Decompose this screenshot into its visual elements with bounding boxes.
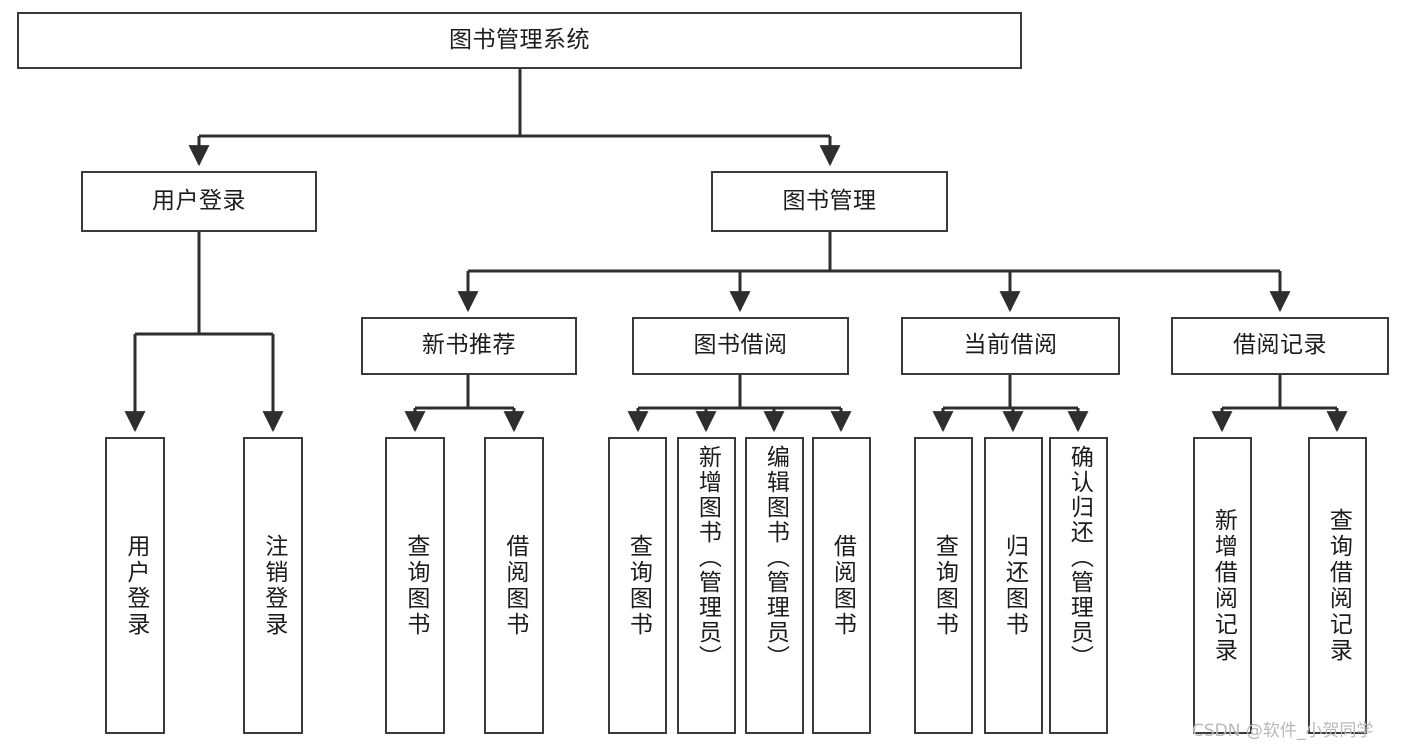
node-leaf-add-record[interactable]: 新增借阅记录 xyxy=(1193,437,1252,734)
node-leaf-edit-book-label: 编辑图书（管理员） xyxy=(762,445,789,670)
node-borrow-record-label: 借阅记录 xyxy=(1233,332,1327,359)
node-leaf-edit-book[interactable]: 编辑图书（管理员） xyxy=(745,437,804,734)
node-book-borrow-label: 图书借阅 xyxy=(693,332,788,359)
node-leaf-query-record[interactable]: 查询借阅记录 xyxy=(1308,437,1367,734)
node-leaf-add-book[interactable]: 新增图书（管理员） xyxy=(677,437,736,734)
node-leaf-query-book-cur[interactable]: 查询图书 xyxy=(914,437,973,734)
node-leaf-borrow-book-rec-label: 借阅图书 xyxy=(501,533,528,638)
node-root-label: 图书管理系统 xyxy=(449,26,590,53)
node-leaf-query-book-borrow[interactable]: 查询图书 xyxy=(608,437,667,734)
node-book-borrow[interactable]: 图书借阅 xyxy=(632,317,849,375)
node-leaf-query-book-rec[interactable]: 查询图书 xyxy=(385,437,445,734)
node-book-manage[interactable]: 图书管理 xyxy=(711,171,948,232)
node-leaf-add-record-label: 新增借阅记录 xyxy=(1210,507,1237,664)
node-leaf-add-book-label: 新增图书（管理员） xyxy=(694,445,721,670)
node-leaf-query-record-label: 查询借阅记录 xyxy=(1325,507,1352,664)
node-leaf-user-login-label: 用户登录 xyxy=(122,533,149,638)
node-leaf-borrow-book[interactable]: 借阅图书 xyxy=(812,437,871,734)
node-leaf-user-login[interactable]: 用户登录 xyxy=(105,437,165,734)
node-current-borrow[interactable]: 当前借阅 xyxy=(901,317,1120,375)
node-leaf-user-logout[interactable]: 注销登录 xyxy=(243,437,303,734)
node-leaf-return-book-label: 归还图书 xyxy=(1001,533,1028,638)
node-user-login[interactable]: 用户登录 xyxy=(81,171,317,232)
node-current-borrow-label: 当前借阅 xyxy=(963,332,1058,359)
node-leaf-confirm-return[interactable]: 确认归还（管理员） xyxy=(1049,437,1108,734)
node-leaf-borrow-book-rec[interactable]: 借阅图书 xyxy=(484,437,544,734)
node-borrow-record[interactable]: 借阅记录 xyxy=(1171,317,1389,375)
node-book-manage-label: 图书管理 xyxy=(782,187,877,214)
node-leaf-query-book-cur-label: 查询图书 xyxy=(931,533,958,638)
node-leaf-query-book-rec-label: 查询图书 xyxy=(402,533,429,638)
node-leaf-confirm-return-label: 确认归还（管理员） xyxy=(1066,445,1093,670)
node-root[interactable]: 图书管理系统 xyxy=(17,12,1022,69)
node-new-book-recommend[interactable]: 新书推荐 xyxy=(361,317,577,375)
node-leaf-query-book-borrow-label: 查询图书 xyxy=(625,533,652,638)
node-leaf-borrow-book-label: 借阅图书 xyxy=(829,533,856,638)
node-user-login-label: 用户登录 xyxy=(152,187,246,214)
csdn-watermark: CSDN @软件_小贺同学 xyxy=(1192,721,1374,741)
node-leaf-return-book[interactable]: 归还图书 xyxy=(984,437,1043,734)
node-leaf-user-logout-label: 注销登录 xyxy=(260,533,287,638)
node-new-book-recommend-label: 新书推荐 xyxy=(422,332,516,359)
